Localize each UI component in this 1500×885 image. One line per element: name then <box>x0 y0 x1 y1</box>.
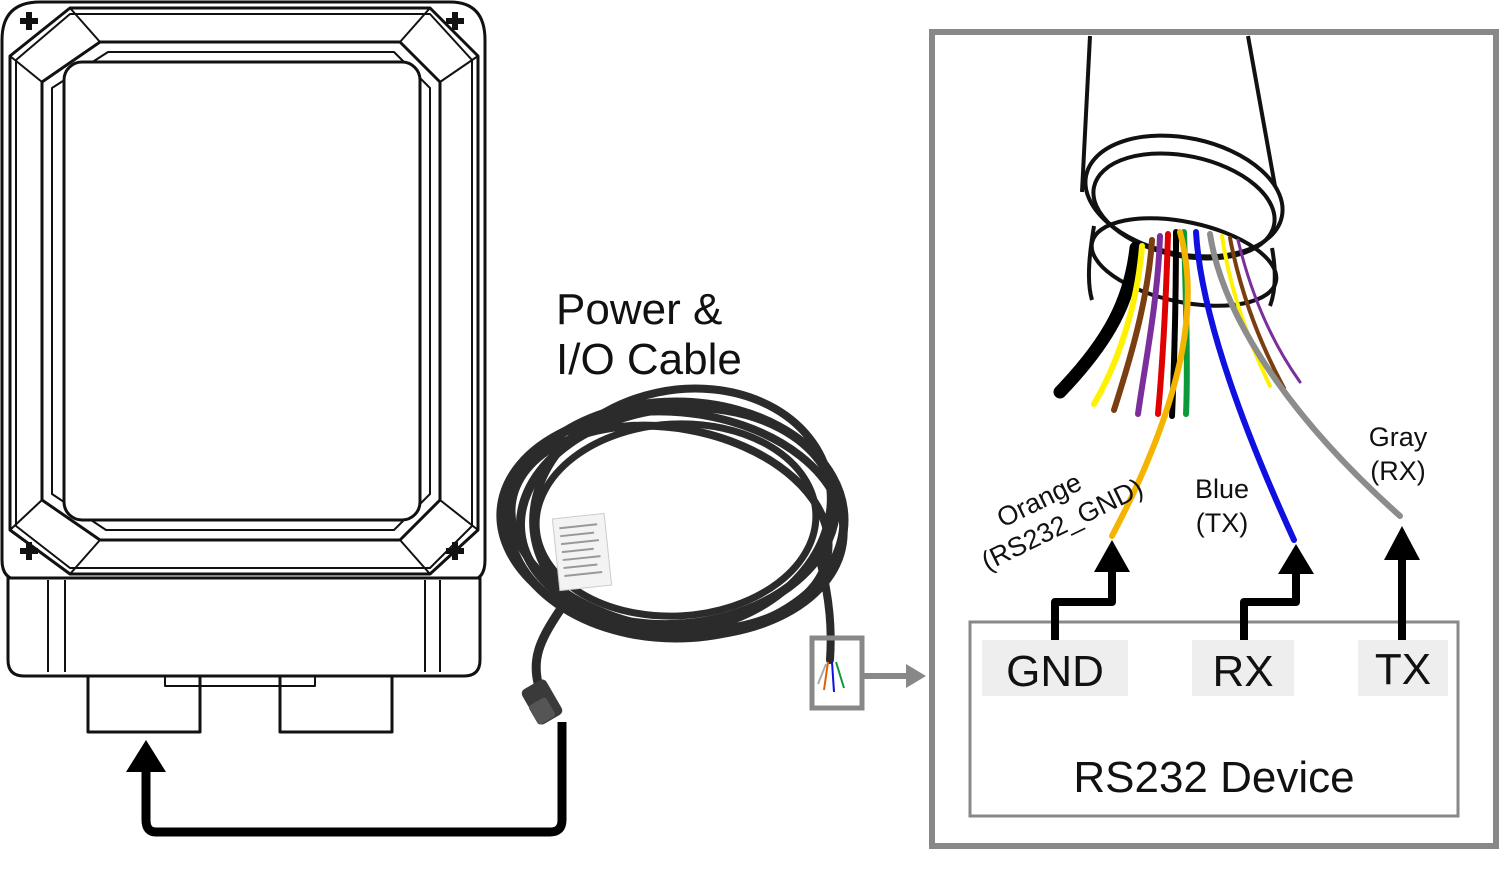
cable-to-reader-arrow-icon <box>126 722 567 837</box>
rx-connection-arrow-icon <box>1240 544 1314 640</box>
reader-device <box>0 0 487 734</box>
blue-wire-signal: (TX) <box>1196 508 1248 538</box>
cable-title-line1: Power & <box>556 285 722 334</box>
screw-icons <box>20 12 464 560</box>
rx-pin-badge <box>1192 640 1294 696</box>
open-wire-end <box>809 635 865 711</box>
gray-wire-name: Gray <box>1369 422 1428 452</box>
orange-wire <box>1109 229 1191 539</box>
rx-pin-label: RX <box>1212 647 1273 696</box>
tx-pin-label: TX <box>1375 645 1431 694</box>
cable-tag <box>551 512 613 592</box>
gnd-pin-label: GND <box>1006 647 1104 696</box>
gray-wire <box>1207 231 1403 519</box>
tx-connection-arrow-icon <box>1384 526 1420 640</box>
gnd-connection-arrow-icon <box>1051 540 1130 640</box>
io-cable-coil <box>496 384 849 695</box>
rs232-device-title: RS232 Device <box>1073 753 1354 802</box>
zoom-arrow-icon <box>864 664 926 688</box>
m12-connector <box>521 679 563 725</box>
cable-title-line2: I/O Cable <box>556 335 742 384</box>
tx-pin-badge <box>1358 640 1448 696</box>
gnd-pin-badge <box>982 640 1128 696</box>
blue-wire <box>1193 229 1297 543</box>
gray-wire-signal: (RX) <box>1370 456 1426 486</box>
blue-wire-name: Blue <box>1195 474 1249 504</box>
